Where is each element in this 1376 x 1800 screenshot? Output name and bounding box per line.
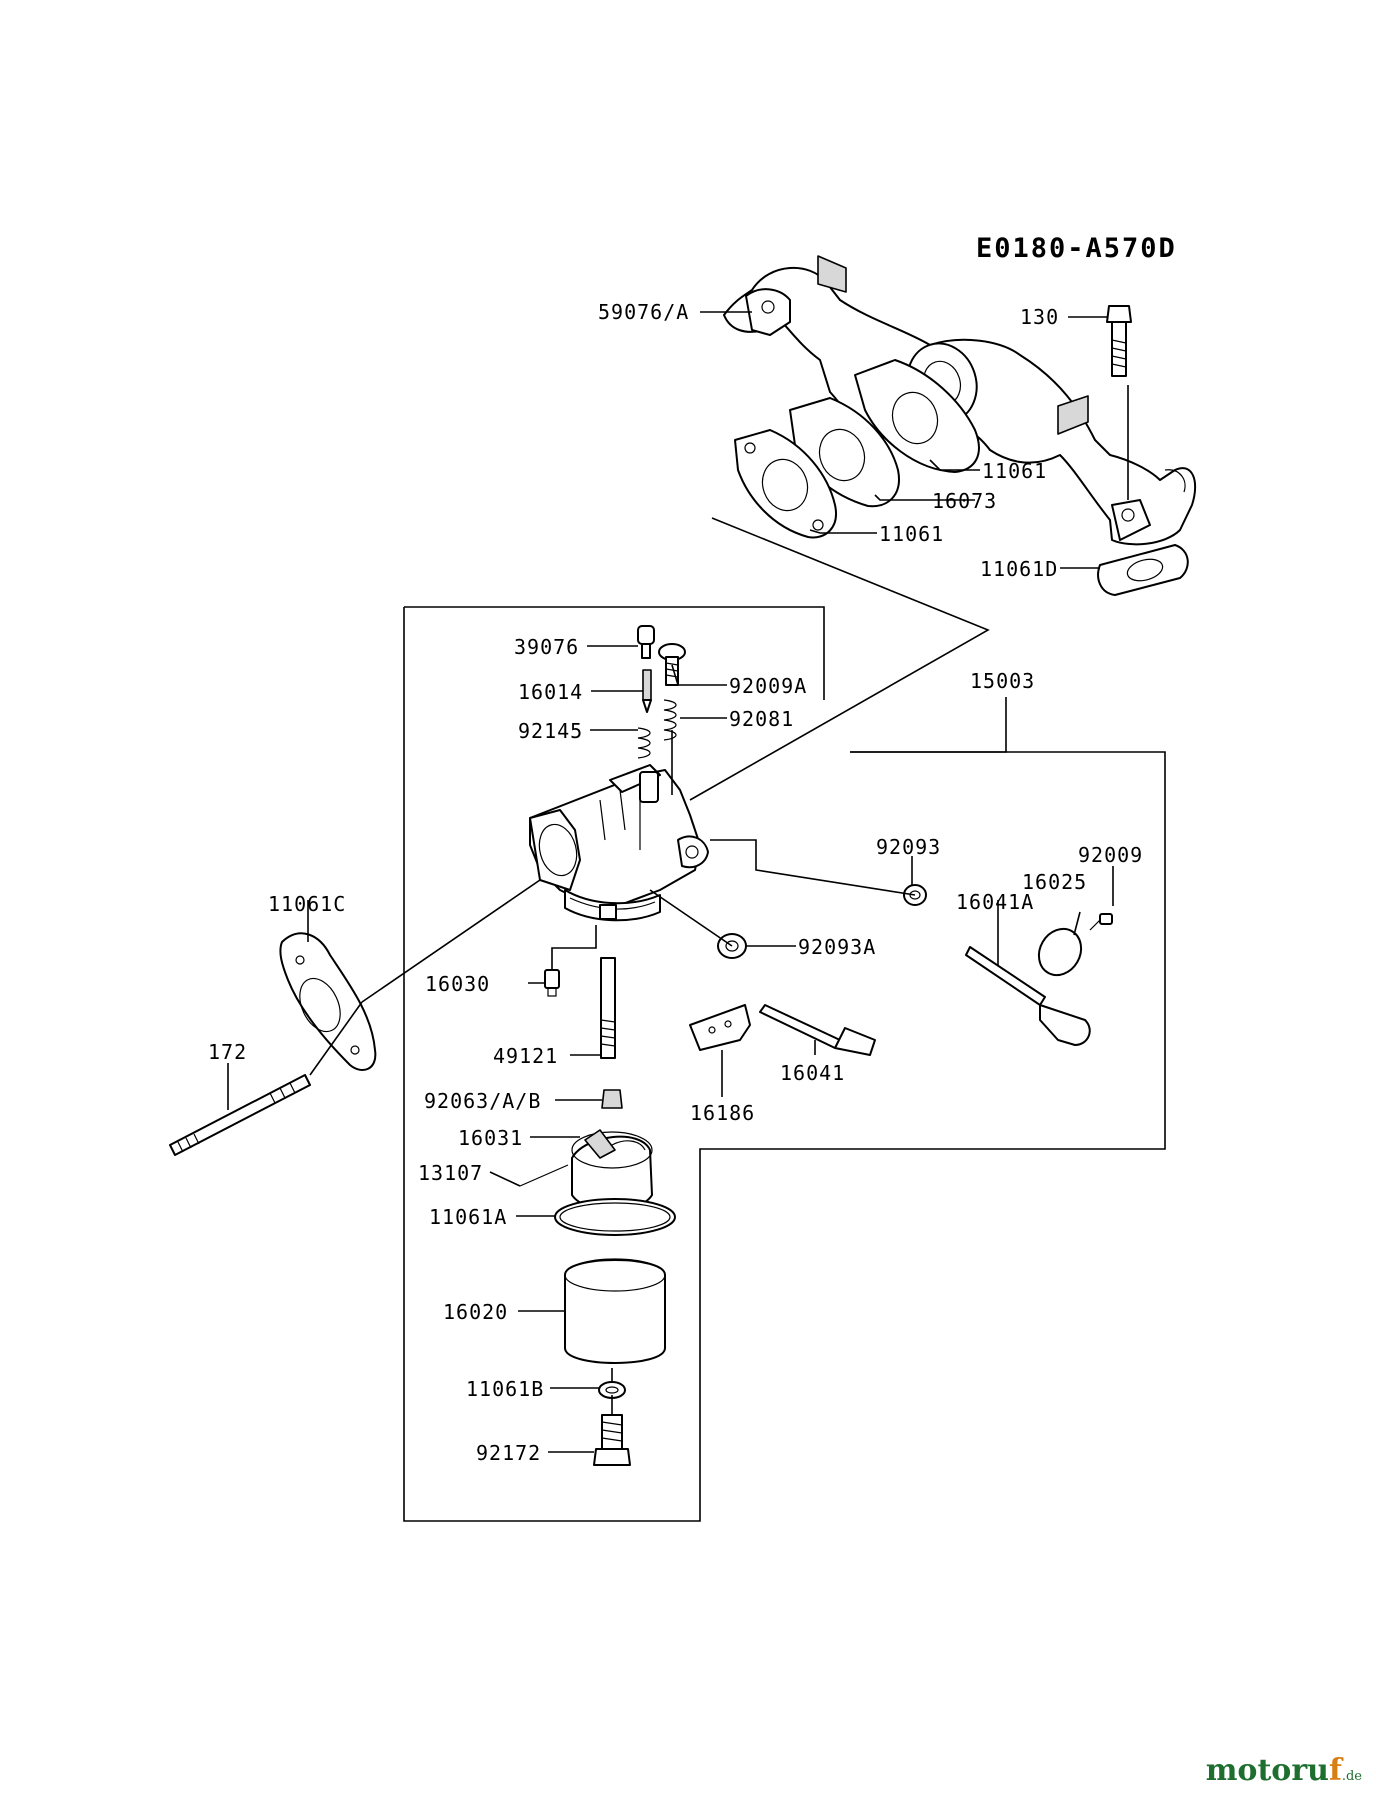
label-15003: 15003 bbox=[970, 669, 1035, 693]
label-16025: 16025 bbox=[1022, 870, 1087, 894]
label-16041: 16041 bbox=[780, 1061, 845, 1085]
label-92063AB: 92063/A/B bbox=[424, 1089, 541, 1113]
label-16030: 16030 bbox=[425, 972, 490, 996]
label-11061-front: 11061 bbox=[879, 522, 944, 546]
label-11061C: 11061C bbox=[268, 892, 346, 916]
part-labels: 59076/A 130 11061 16073 11061 11061D 390… bbox=[208, 300, 1143, 1465]
label-92093A: 92093A bbox=[798, 935, 876, 959]
label-16020: 16020 bbox=[443, 1300, 508, 1324]
watermark-f: f bbox=[1328, 1753, 1342, 1788]
label-92145: 92145 bbox=[518, 719, 583, 743]
label-11061D: 11061D bbox=[980, 557, 1058, 581]
screw-92009-icon bbox=[1089, 913, 1113, 931]
watermark-u: u bbox=[1307, 1753, 1329, 1788]
label-92081: 92081 bbox=[729, 707, 794, 731]
watermark-logo: motoruf.de bbox=[1206, 1753, 1362, 1788]
gasket-11061-front bbox=[734, 429, 837, 539]
bolt-92172-icon bbox=[593, 1414, 631, 1466]
stud-172-icon bbox=[169, 1074, 311, 1156]
carburetor-body bbox=[529, 764, 709, 922]
watermark-r: r bbox=[1291, 1753, 1308, 1788]
gasket-11061-rear bbox=[854, 359, 980, 473]
label-13107: 13107 bbox=[418, 1161, 483, 1185]
label-92172: 92172 bbox=[476, 1441, 541, 1465]
float-bowl-16020 bbox=[564, 1258, 666, 1364]
watermark-main: moto bbox=[1205, 1753, 1292, 1788]
label-92009A: 92009A bbox=[729, 674, 807, 698]
shaft-16041A bbox=[965, 946, 1091, 1046]
label-16186: 16186 bbox=[690, 1101, 755, 1125]
watermark-tld: .de bbox=[1341, 1769, 1362, 1784]
label-11061A: 11061A bbox=[429, 1205, 507, 1229]
label-92009: 92009 bbox=[1078, 843, 1143, 867]
carburetor-frame bbox=[403, 606, 1166, 1522]
label-39076: 39076 bbox=[514, 635, 579, 659]
label-16041A: 16041A bbox=[956, 890, 1034, 914]
screw-39076-icon bbox=[637, 625, 655, 659]
jet-16030-icon bbox=[544, 969, 560, 997]
gasket-11061A bbox=[554, 1198, 676, 1236]
bolt-130-icon bbox=[1106, 305, 1132, 377]
label-11061B: 11061B bbox=[466, 1377, 544, 1401]
label-92093: 92093 bbox=[876, 835, 941, 859]
diagram-code: E0180-A570D bbox=[976, 233, 1177, 264]
pin-13107-icon bbox=[519, 1164, 569, 1187]
plate-16186 bbox=[689, 1004, 751, 1051]
label-130: 130 bbox=[1020, 305, 1059, 329]
label-172: 172 bbox=[208, 1040, 247, 1064]
screw-92009A-icon bbox=[658, 643, 686, 686]
label-59076A: 59076/A bbox=[598, 300, 689, 324]
nozzle-49121-icon bbox=[600, 957, 616, 1059]
gasket-11061C bbox=[279, 932, 377, 1071]
label-11061-rear: 11061 bbox=[982, 459, 1047, 483]
plate-16025 bbox=[1037, 927, 1083, 977]
needle-16014-icon bbox=[642, 669, 652, 713]
gasket-11061D bbox=[1097, 544, 1189, 596]
spring-92145-icon bbox=[637, 727, 651, 759]
label-16073: 16073 bbox=[932, 489, 997, 513]
shaft-16041 bbox=[759, 1004, 876, 1056]
label-16014: 16014 bbox=[518, 680, 583, 704]
leader-lines bbox=[227, 311, 1129, 1453]
label-49121: 49121 bbox=[493, 1044, 558, 1068]
jet-92063-icon bbox=[601, 1089, 623, 1109]
float-16031 bbox=[571, 1129, 653, 1211]
spring-92081-icon bbox=[663, 699, 677, 741]
label-16031: 16031 bbox=[458, 1126, 523, 1150]
